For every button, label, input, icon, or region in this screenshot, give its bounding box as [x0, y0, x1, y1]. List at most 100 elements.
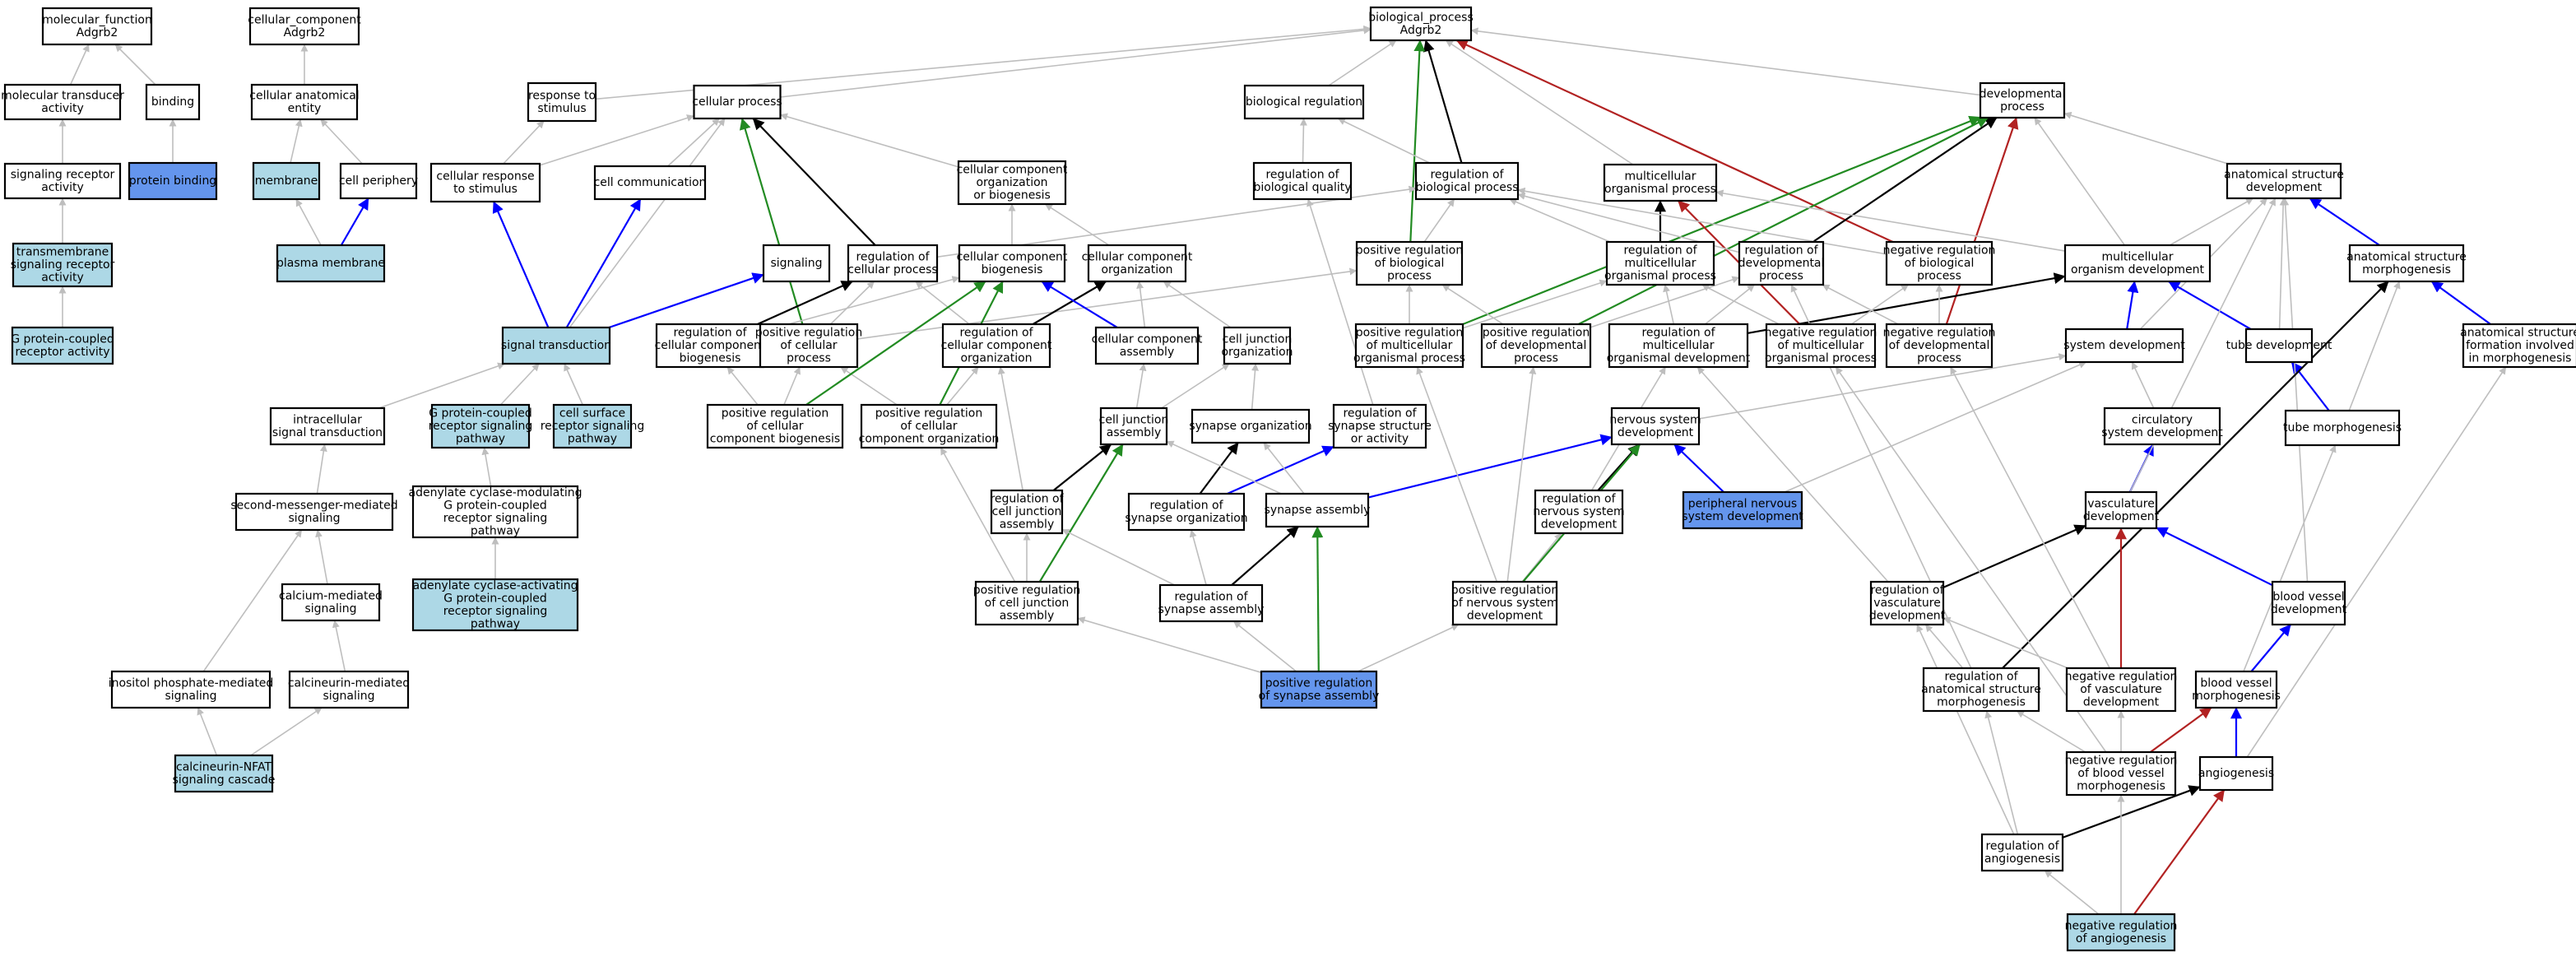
go-term-node-st[interactable]: signal transduction — [501, 326, 611, 365]
edge-mod-to-asd — [2169, 197, 2253, 246]
go-term-node-bioreg[interactable]: biological regulation — [1243, 84, 1365, 120]
edge-nrvd-to-nrdp — [1949, 366, 2111, 669]
go-term-node-synorg[interactable]: synapse organization — [1189, 408, 1312, 444]
go-term-node-sa[interactable]: synapse assembly — [1265, 492, 1371, 528]
go-term-label-line: positive regulation — [1356, 327, 1463, 340]
go-term-box — [1099, 406, 1168, 446]
go-term-node-protbind[interactable]: protein binding — [128, 161, 218, 201]
edge-acmgpcr-to-gpcrsp — [481, 447, 492, 487]
go-term-box — [145, 83, 201, 121]
go-term-box — [411, 578, 579, 632]
edge-prbp-to-bp — [1409, 39, 1426, 243]
go-term-node-tubemorph[interactable]: tube morphogenesis — [2283, 409, 2402, 447]
go-term-label-line: circulatory — [2132, 413, 2193, 426]
go-term-node-cellproc[interactable]: cellular process — [692, 84, 782, 120]
edge-prcco-to-prcp — [840, 366, 898, 406]
go-term-node-angio[interactable]: angiogenesis — [2198, 755, 2274, 792]
edge-cjo-to-cco — [1163, 281, 1232, 328]
go-term-node-sysdev[interactable]: system development — [2063, 328, 2185, 364]
go-term-box — [430, 403, 531, 449]
go-term-label-line: organismal process — [1604, 270, 1716, 283]
go-term-node-binding[interactable]: binding — [145, 83, 201, 121]
go-term-node-tubedev[interactable]: tube development — [2226, 328, 2332, 364]
go-term-node-cellcomm[interactable]: cell communication — [594, 165, 707, 201]
go-term-label-line: regulation of — [856, 250, 930, 263]
go-term-node-cellperiph[interactable]: cell periphery — [339, 162, 418, 200]
go-term-node-membrane[interactable]: membrane — [252, 161, 321, 201]
go-term-node-pm[interactable]: plasma membrane — [276, 244, 386, 283]
go-term-label-line: developmental — [1738, 257, 1825, 270]
go-term-node-signaling[interactable]: signaling — [762, 244, 831, 283]
